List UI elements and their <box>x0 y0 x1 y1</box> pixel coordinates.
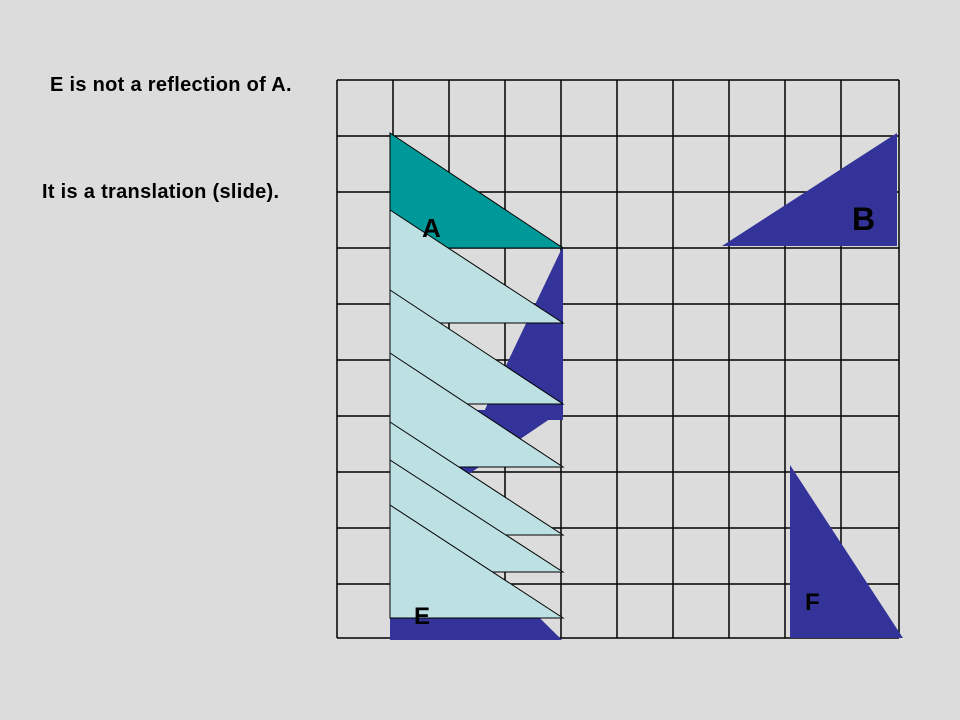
translation-copy <box>389 289 565 405</box>
translation-copies <box>389 209 565 619</box>
translation-copy <box>389 504 565 619</box>
translation-copy <box>389 209 565 324</box>
slide-note-main: E is not a reflection of A. <box>50 74 292 96</box>
slide-note-translation: It is a translation (slide). <box>42 181 280 203</box>
label-b: B <box>852 201 875 237</box>
translation-copy <box>389 352 565 468</box>
label-e: E <box>414 603 430 630</box>
label-f: F <box>805 589 820 616</box>
triangle-a <box>389 132 565 249</box>
label-a: A <box>422 213 441 243</box>
triangle-f <box>790 465 903 638</box>
triangle-b <box>722 133 897 246</box>
